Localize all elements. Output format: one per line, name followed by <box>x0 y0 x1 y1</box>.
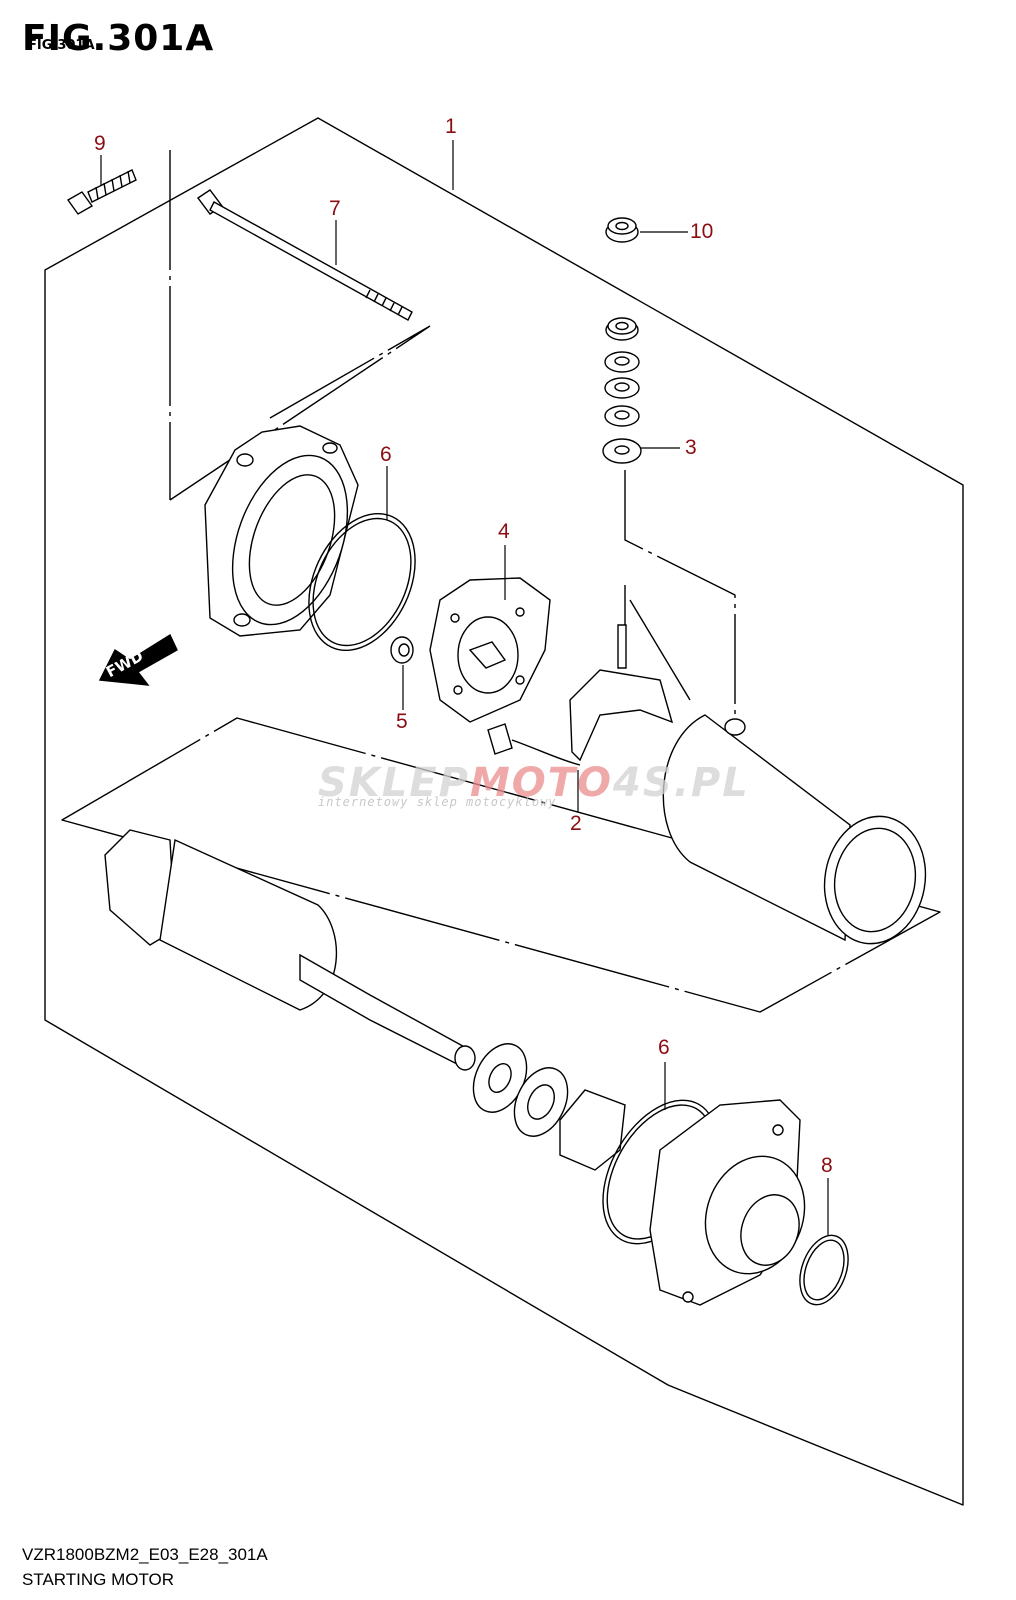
part-4-brush-holder <box>429 577 551 723</box>
upper-plane <box>169 150 431 501</box>
callout-8: 8 <box>821 1154 833 1177</box>
rear-cover <box>204 425 359 637</box>
figure-title-underlay: FIG.301A <box>28 38 95 53</box>
callout-9: 9 <box>94 132 106 155</box>
part-5-bushing <box>390 636 414 664</box>
assembly-outline <box>44 117 964 1506</box>
leader-lines <box>100 140 829 1235</box>
callout-7: 7 <box>329 197 341 220</box>
armature-washers <box>472 1043 626 1171</box>
front-cover <box>649 1099 806 1306</box>
callout-10: 10 <box>690 220 714 243</box>
figure-title: FIG.301A <box>22 18 215 59</box>
part-3-washer-stack <box>602 317 642 464</box>
armature-plane <box>61 717 941 1013</box>
watermark-tagline: internetowy sklep motocyklowy <box>318 795 557 809</box>
callout-6-upper: 6 <box>380 443 392 466</box>
figure-caption: STARTING MOTOR <box>22 1570 175 1589</box>
armature <box>104 829 476 1071</box>
callout-3: 3 <box>685 436 697 459</box>
callout-2: 2 <box>570 812 582 835</box>
fwd-arrow-icon <box>98 633 178 686</box>
callout-1: 1 <box>445 115 457 138</box>
callout-5: 5 <box>396 710 408 733</box>
model-code: VZR1800BZM2_E03_E28_301A <box>22 1545 268 1564</box>
callout-6-lower: 6 <box>658 1036 670 1059</box>
motor-yoke <box>662 714 927 945</box>
watermark-suffix: 4S.PL <box>613 760 750 806</box>
callout-4: 4 <box>498 520 510 543</box>
part-2-brush-terminal <box>487 624 674 766</box>
watermark-accent: MOTO <box>469 760 614 806</box>
part-6-o-ring-upper <box>308 512 416 652</box>
part-10-nut <box>605 217 639 243</box>
brush-guide <box>624 585 691 701</box>
part-8-o-ring <box>799 1234 849 1306</box>
part-7-through-bolt <box>196 189 413 321</box>
watermark-prefix: SKLEP <box>318 760 470 806</box>
part-9-flange-bolt <box>66 169 137 215</box>
watermark-logo: SKLEPMOTO4S.PL <box>318 760 750 806</box>
housing-guide <box>624 470 736 715</box>
